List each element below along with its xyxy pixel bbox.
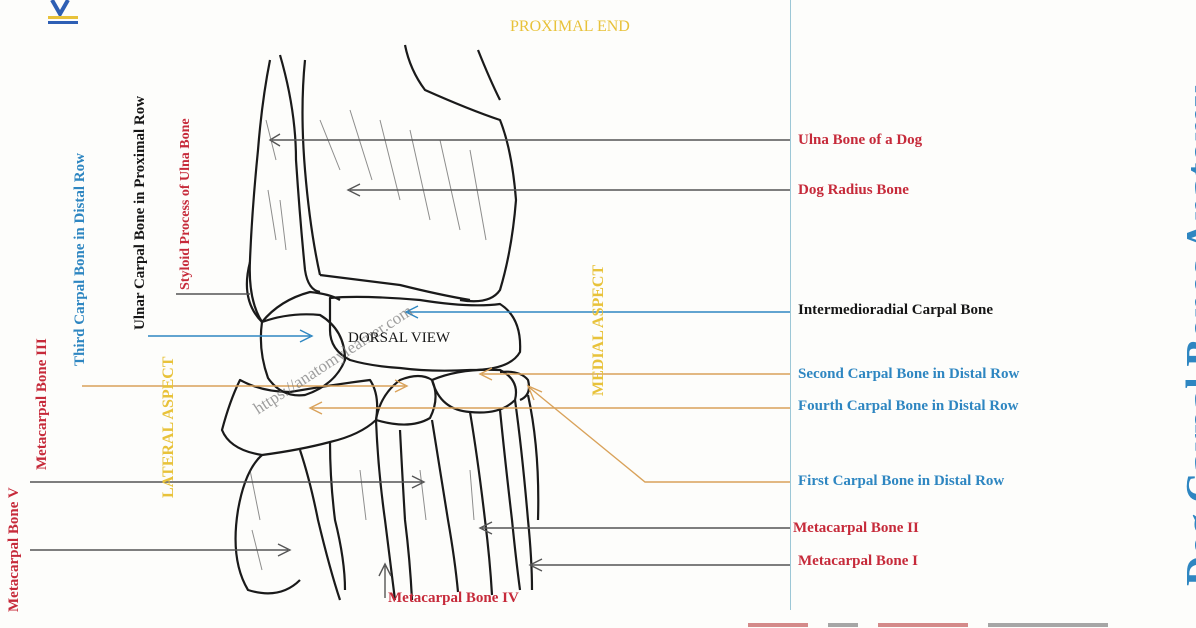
proximal-end-label: PROXIMAL END	[510, 18, 630, 35]
cropped-caption-strip	[748, 623, 1108, 627]
label-metacarpal-1: Metacarpal Bone I	[798, 553, 918, 569]
label-first-carpal: First Carpal Bone in Distal Row	[798, 473, 1005, 489]
medial-aspect-label: MEDIAL ASPECT	[590, 264, 607, 396]
label-intermedioradial-carpal: Intermedioradial Carpal Bone	[798, 302, 993, 318]
label-ulnar-carpal: Ulnar Carpal Bone in Proximal Row	[132, 95, 148, 330]
label-metacarpal-5: Metacarpal Bone V	[6, 487, 22, 612]
lateral-aspect-label: LATERAL ASPECT	[160, 356, 177, 498]
label-fourth-carpal: Fourth Carpal Bone in Distal Row	[798, 398, 1019, 414]
label-metacarpal-4: Metacarpal Bone IV	[388, 590, 519, 606]
label-second-carpal: Second Carpal Bone in Distal Row	[798, 366, 1020, 382]
label-metacarpal-2: Metacarpal Bone II	[793, 520, 919, 536]
label-styloid-process: Styloid Process of Ulna Bone	[178, 118, 193, 290]
dorsal-view-label: DORSAL VIEW	[348, 330, 451, 346]
blue-pointer-lines	[148, 305, 790, 343]
vertical-divider	[790, 0, 791, 610]
label-third-carpal: Third Carpal Bone in Distal Row	[72, 153, 88, 366]
label-radius-bone: Dog Radius Bone	[798, 182, 909, 198]
orange-pointer-lines	[82, 367, 790, 483]
anatomy-learner-logo	[46, 0, 82, 30]
bone-outlines	[220, 44, 540, 601]
label-ulna-bone: Ulna Bone of a Dog	[798, 132, 923, 148]
page-title: Dog Carpal Bones Anatomy	[1179, 85, 1196, 586]
label-metacarpal-3: Metacarpal Bone III	[34, 338, 50, 470]
pointer-lines	[30, 133, 790, 598]
